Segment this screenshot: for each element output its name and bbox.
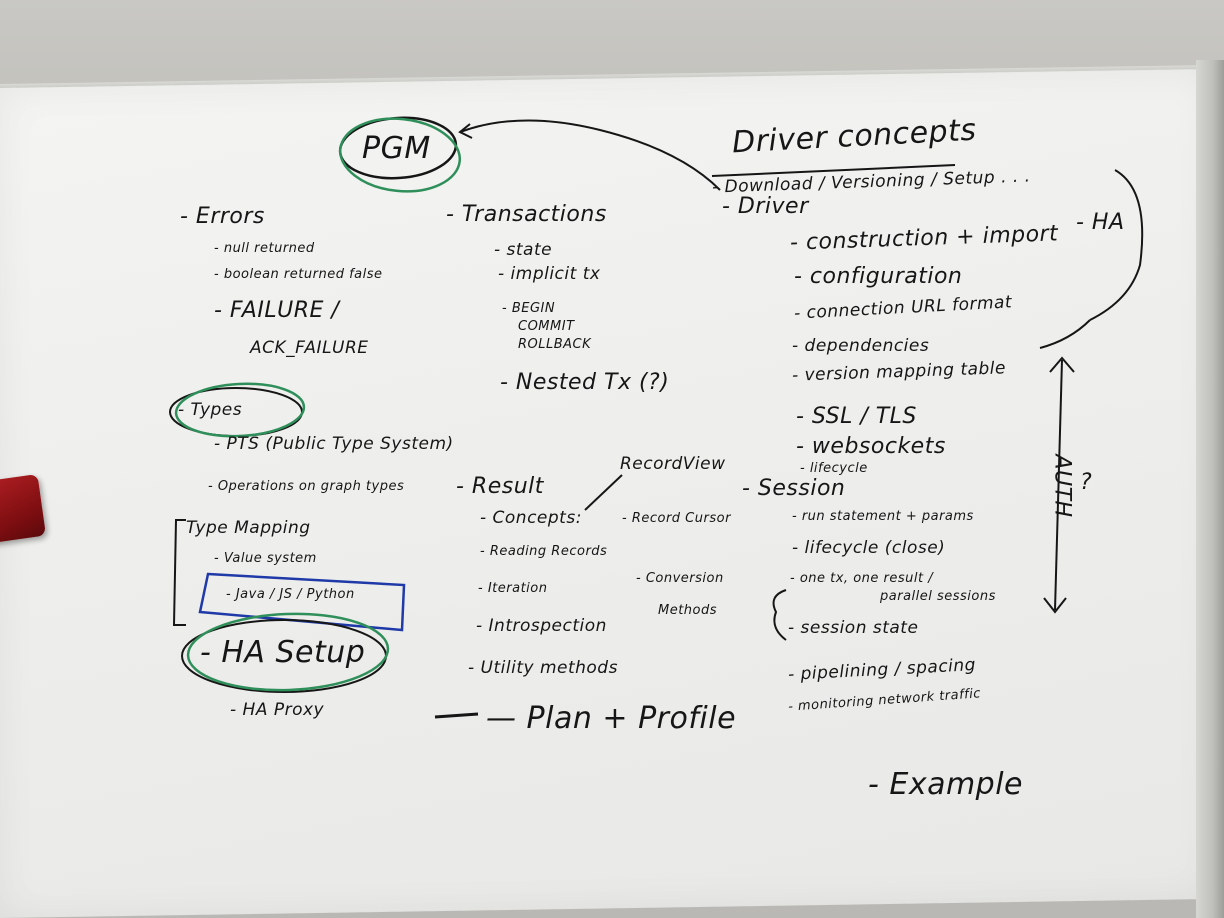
ha-top-label: - HA (1076, 210, 1125, 235)
websockets-label: - websockets (796, 434, 946, 459)
driver-label: - Driver (722, 194, 809, 219)
record-cursor-label: - Record Cursor (622, 511, 731, 526)
ha-proxy-label: - HA Proxy (230, 700, 325, 720)
iteration-label: - Iteration (478, 581, 548, 596)
begin-label: - BEGIN (502, 301, 556, 316)
recordview-label: RecordView (620, 454, 726, 474)
whiteboard-surface (0, 68, 1210, 918)
value-system-label: - Value system (214, 551, 317, 566)
session-label: - Session (742, 476, 846, 501)
state-label: - state (494, 240, 553, 260)
nested-tx-label: - Nested Tx (?) (500, 370, 670, 395)
pts-label: - PTS (Public Type System) (214, 434, 454, 454)
plan-profile-label: — Plan + Profile (486, 701, 737, 736)
question-mark: ? (1080, 470, 1093, 495)
concepts-label: - Concepts: (480, 508, 582, 528)
pgm-label: PGM (362, 131, 431, 166)
java-js-python-label: - Java / JS / Python (226, 587, 355, 602)
commit-label: COMMIT (518, 319, 575, 334)
conversion-label-2: Methods (658, 603, 718, 618)
type-mapping-label: Type Mapping (186, 518, 311, 538)
null-returned-label: - null returned (214, 241, 315, 256)
session-state-label: - session state (788, 618, 919, 638)
dependencies-label: - dependencies (792, 336, 930, 356)
ha-setup-label: - HA Setup (200, 635, 366, 670)
auth-label: AUTH (1049, 454, 1075, 518)
board-frame-right (1196, 60, 1224, 918)
ack-failure-label: ACK_FAILURE (250, 338, 369, 358)
parallel-sessions-label: parallel sessions (880, 589, 996, 604)
implicit-tx-label: - implicit tx (498, 264, 601, 284)
transactions-label: - Transactions (446, 202, 607, 227)
example-label: - Example (868, 767, 1024, 802)
rollback-label: ROLLBACK (518, 337, 592, 352)
introspection-label: - Introspection (476, 616, 607, 636)
lifecycle-small-label: - lifecycle (800, 461, 868, 476)
lifecycle-close-label: - lifecycle (close) (792, 538, 946, 558)
failure-label: - FAILURE / (214, 298, 340, 323)
run-statement-label: - run statement + params (792, 509, 974, 524)
conversion-label-1: - Conversion (636, 571, 724, 586)
types-label: - Types (178, 400, 243, 420)
errors-label: - Errors (180, 204, 265, 229)
one-tx-label: - one tx, one result / (790, 571, 934, 586)
reading-records-label: - Reading Records (480, 544, 608, 559)
result-label: - Result (456, 474, 544, 499)
boolean-returned-label: - boolean returned false (214, 267, 383, 282)
configuration-label: - configuration (794, 264, 963, 289)
ssl-label: - SSL / TLS (796, 404, 917, 429)
utility-methods-label: - Utility methods (468, 658, 618, 678)
operations-label: - Operations on graph types (208, 479, 405, 494)
